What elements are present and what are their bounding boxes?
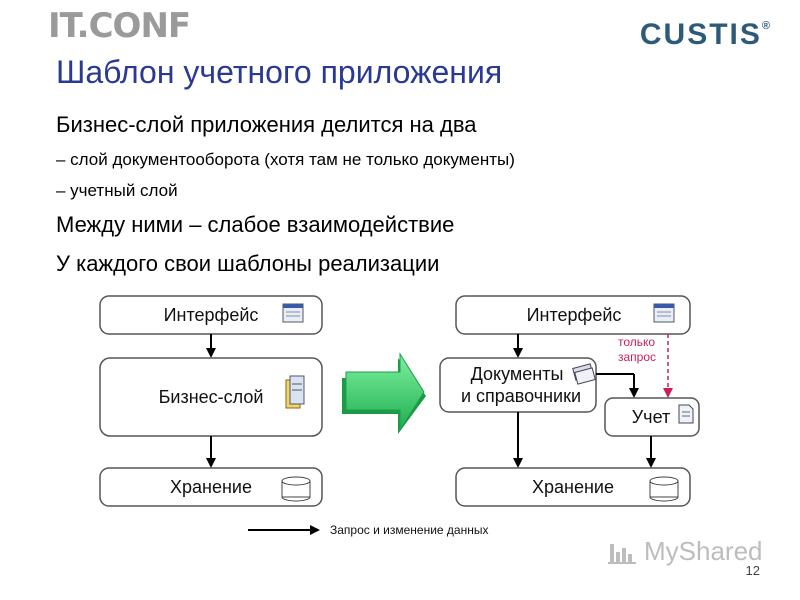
chart-logo-icon [608,544,636,564]
custis-logo: CUSTIS® [640,18,772,52]
myshared-watermark: MyShared [644,536,763,566]
left-diagram: Интерфейс Бизнес-слой Хранение [99,295,323,507]
database-icon [649,476,679,502]
left-storage-label: Хранение [170,477,252,497]
page-number: 12 [745,563,760,578]
left-storage-box [99,467,323,507]
window-icon [653,303,675,323]
only-request-note-line1: только [618,335,655,349]
right-interface-box [455,295,691,335]
right-storage-label: Хранение [532,477,614,497]
bullet-1: Бизнес-слой приложения делится на два [56,112,477,137]
document-icon [678,404,694,424]
legend-label: Запрос и изменение данных [330,523,488,537]
docs-label-line1: Документы [471,364,564,384]
documents-stack-icon [572,363,596,385]
bullet-3: У каждого свои шаблоны реализации [56,251,440,276]
registered-mark: ® [761,20,772,32]
sub-bullet-1: – слой документооборота (хотя там не тол… [56,150,515,169]
docs-label-line2: и справочники [461,386,581,406]
sub-bullet-2: – учетный слой [56,181,178,200]
right-storage-box [455,467,691,507]
left-interface-label: Интерфейс [164,305,259,325]
bullet-2: Между ними – слабое взаимодействие [56,212,455,237]
left-business-label: Бизнес-слой [159,387,264,407]
slide-title: Шаблон учетного приложения [56,54,503,90]
only-request-note-line2: запрос [618,350,656,364]
legend: Запрос и изменение данных [248,523,488,537]
transform-arrow-icon [342,352,426,434]
right-diagram: Интерфейс Документы и справочники Учет т… [439,295,700,507]
server-icon [285,375,305,409]
right-interface-label: Интерфейс [527,305,622,325]
custis-logo-text: CUSTIS [639,18,762,51]
accounting-label: Учет [632,407,670,427]
it-conf-logo: IT.CONF [48,6,191,46]
database-icon [281,476,311,502]
window-icon [282,303,304,323]
